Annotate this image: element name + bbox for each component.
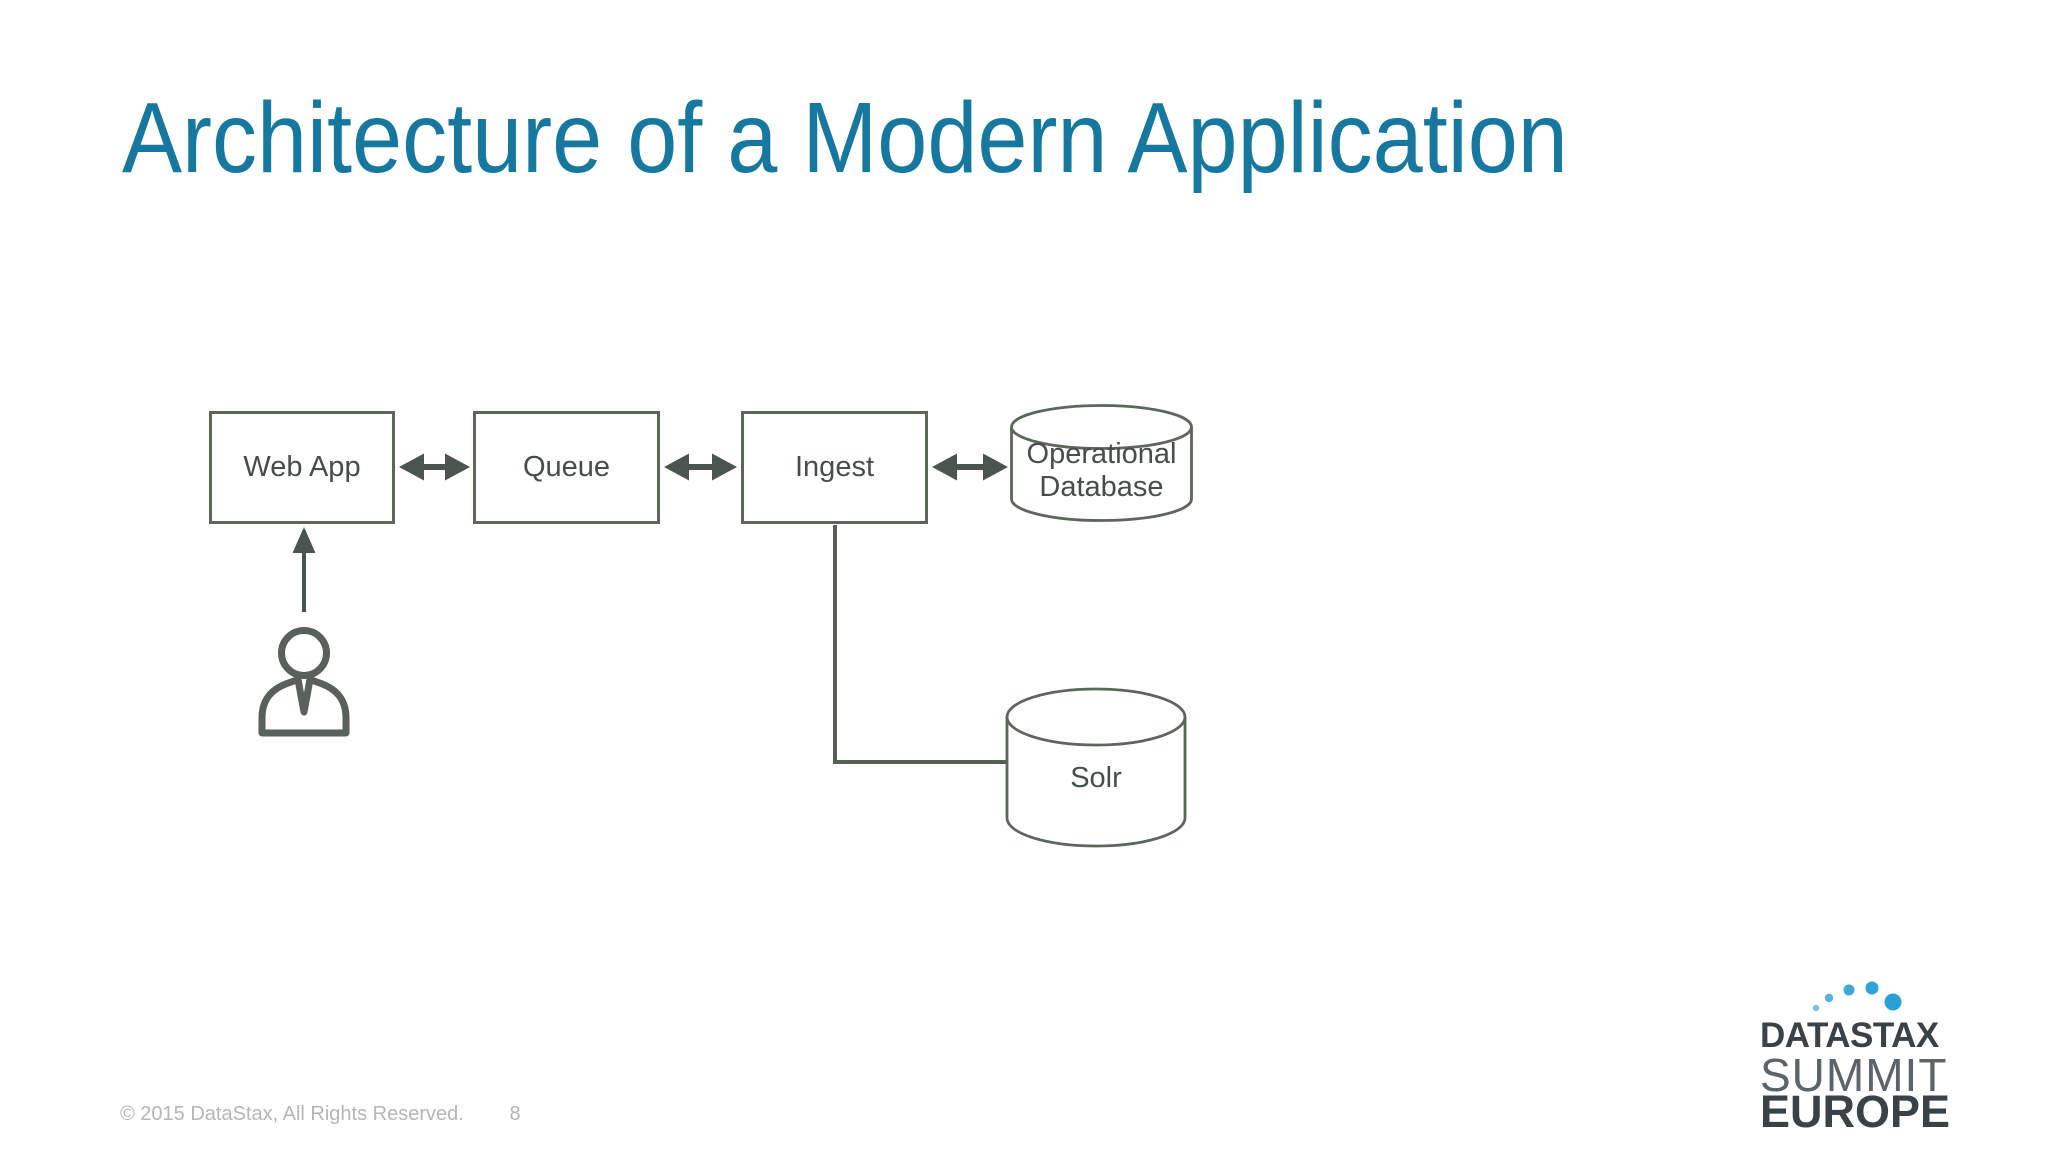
copyright-text: © 2015 DataStax, All Rights Reserved. — [120, 1103, 464, 1125]
node-web-app: Web App — [209, 411, 395, 524]
node-operational-database-label: Operational Database — [1011, 438, 1192, 504]
datastax-summit-europe-logo: DATASTAX SUMMIT EUROPE — [1756, 980, 1962, 1140]
edge-webapp-queue-double-arrow — [399, 453, 470, 481]
user-icon — [258, 627, 350, 737]
operational-database-cylinder-shape — [1010, 404, 1193, 522]
node-solr-label: Solr — [1007, 762, 1185, 795]
node-queue: Queue — [473, 411, 660, 524]
page-number: 8 — [509, 1103, 521, 1125]
opdb-label-line2: Database — [1039, 471, 1164, 503]
solr-label-text: Solr — [1070, 762, 1122, 794]
node-ingest: Ingest — [741, 411, 928, 524]
logo-text-europe: EUROPE — [1760, 1086, 1951, 1137]
node-queue-label: Queue — [522, 451, 611, 483]
edge-ingest-solr-line — [833, 525, 1007, 764]
logo-text-datastax: DATASTAX — [1760, 1016, 1939, 1055]
page-title: Architecture of a Modern Application — [122, 82, 1568, 194]
edge-queue-ingest-double-arrow — [664, 453, 737, 481]
edge-ingest-opdb-double-arrow — [932, 453, 1008, 481]
node-ingest-label: Ingest — [795, 451, 874, 483]
edge-user-webapp-arrow — [292, 527, 316, 612]
logo-text-summit: SUMMIT — [1760, 1049, 1948, 1101]
solr-cylinder-shape — [1005, 687, 1187, 848]
opdb-label-line1: Operational — [1026, 438, 1177, 470]
node-web-app-label: Web App — [243, 451, 361, 483]
logo-dots-arc-icon — [1812, 981, 1902, 1012]
